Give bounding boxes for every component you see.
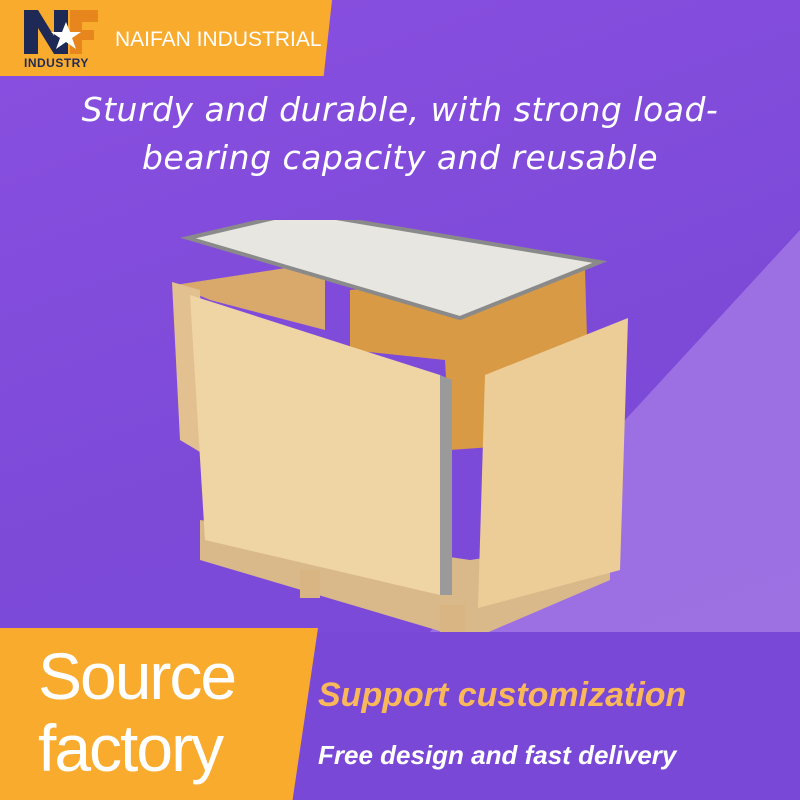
source-line-2: factory	[38, 711, 224, 785]
plywood-crate-image	[172, 220, 628, 640]
logo-text: INDUSTRY	[24, 56, 89, 70]
source-line-1: Source	[38, 639, 237, 713]
headline-line-2: bearing capacity and reusable	[141, 138, 659, 177]
headline-line-1: Sturdy and durable, with strong load-	[81, 90, 719, 129]
source-factory-text: Source factory	[38, 639, 237, 785]
brand-name: NAIFAN INDUSTRIAL	[115, 28, 322, 51]
source-factory-panel	[0, 628, 318, 800]
customization-text: Support customization	[318, 676, 687, 714]
nf-logo-icon	[24, 10, 98, 54]
delivery-text: Free design and fast delivery	[318, 740, 677, 770]
headline: Sturdy and durable, with strong load- be…	[0, 86, 800, 182]
